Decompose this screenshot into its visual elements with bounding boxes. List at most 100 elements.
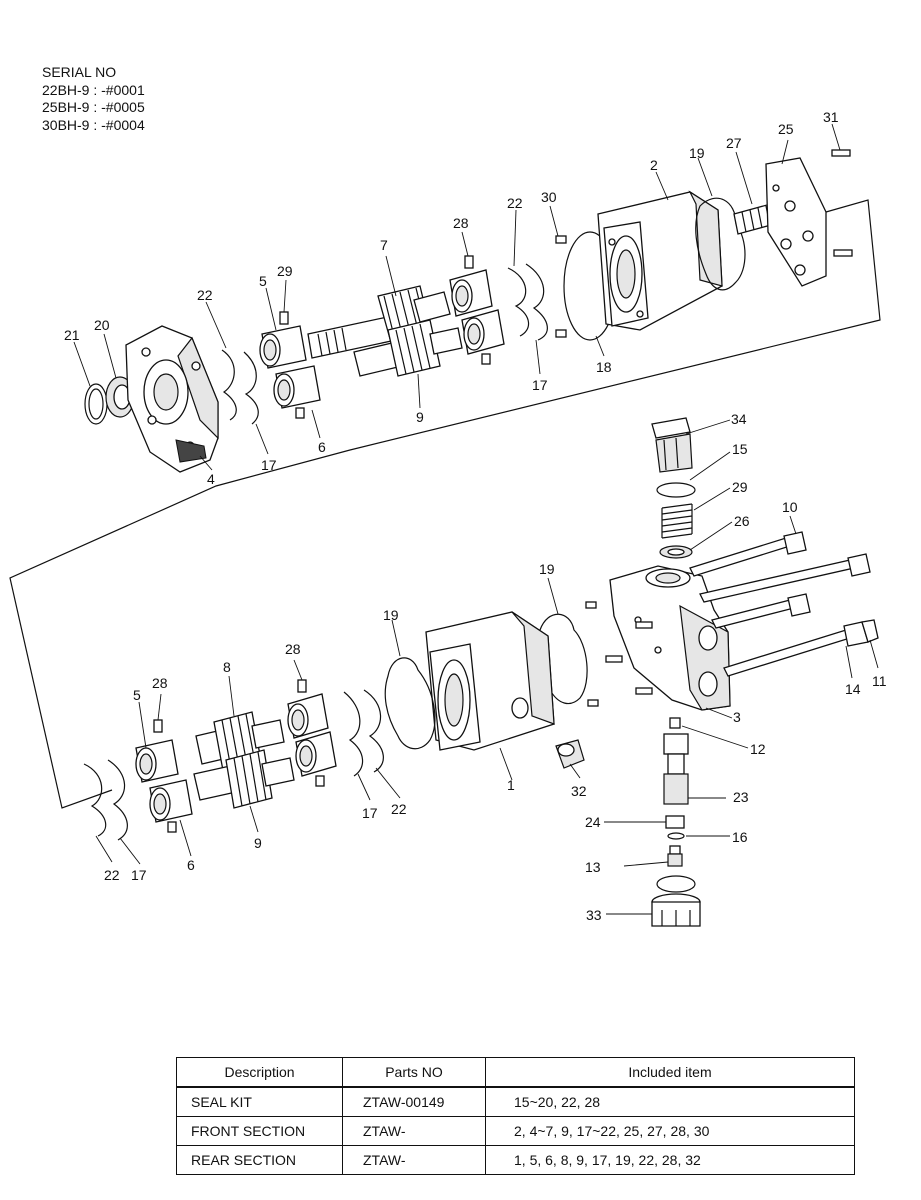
callout-label: 25 — [778, 121, 794, 137]
callout-label: 21 — [64, 327, 80, 343]
piston-24 — [665, 815, 685, 829]
callout-label: 20 — [94, 317, 110, 333]
column-header-parts-no: Parts NO — [342, 1057, 486, 1088]
plug-33 — [651, 893, 701, 927]
callout-label: 24 — [585, 814, 601, 830]
serial-line: 30BH-9 : -#0004 — [42, 116, 145, 133]
callout-label: 14 — [845, 681, 861, 697]
callout-label: 6 — [318, 439, 326, 455]
callout-label: 17 — [362, 805, 378, 821]
seal-ring-17 — [343, 691, 364, 777]
o-ring-16 — [667, 832, 685, 840]
serial-line: 25BH-9 : -#0005 — [42, 99, 145, 115]
callout-label: 17 — [532, 377, 548, 393]
column-header-description: Description — [176, 1057, 343, 1088]
table-cell-included-item: 15~20, 22, 28 — [485, 1086, 855, 1117]
dowel-pins-rear-cover — [585, 601, 653, 707]
callout-label: 7 — [380, 237, 388, 253]
kit-parts-table: Description Parts NO Included item SEAL … — [176, 1057, 855, 1175]
gasket-19 — [695, 197, 746, 291]
seal-ring-17 — [107, 759, 128, 841]
table-cell-parts-no: ZTAW- — [342, 1145, 486, 1175]
callout-label: 26 — [734, 513, 750, 529]
spring-29 — [661, 503, 693, 539]
table-cell-description: SEAL KIT — [176, 1086, 343, 1117]
dowel-pin-30 — [555, 235, 567, 338]
o-ring-15 — [656, 482, 696, 498]
bushing-5 — [259, 325, 307, 369]
callout-label: 30 — [541, 189, 557, 205]
table-header-row: Description Parts NO Included item — [176, 1057, 855, 1088]
pin-28 — [153, 719, 163, 733]
rear-plate-25 — [765, 157, 827, 287]
callout-label: 13 — [585, 859, 601, 875]
callout-label: 19 — [539, 561, 555, 577]
callout-label: 19 — [383, 607, 399, 623]
spool-23 — [663, 733, 689, 805]
callout-label: 29 — [732, 479, 748, 495]
callout-label: 22 — [391, 801, 407, 817]
leader-lines — [73, 123, 879, 915]
backup-ring-22 — [221, 349, 237, 421]
bolt-11 — [723, 619, 879, 677]
driven-gear-9 — [193, 749, 295, 809]
callout-label: 9 — [254, 835, 262, 851]
callout-label: 28 — [453, 215, 469, 231]
exploded-view-diagram: 1 2 3 4 5 5 6 6 7 8 9 9 10 11 12 13 14 1… — [9, 109, 887, 927]
pin-28 — [297, 679, 307, 693]
fitting-34 — [651, 417, 693, 473]
callout-label: 29 — [277, 263, 293, 279]
callout-label: 23 — [733, 789, 749, 805]
rear-body-1 — [425, 611, 555, 751]
callout-label: 34 — [731, 411, 747, 427]
callout-label: 4 — [207, 471, 215, 487]
bushing-5 — [135, 739, 179, 783]
callout-label: 31 — [823, 109, 839, 125]
backup-ring-22 — [507, 267, 530, 337]
seal-ring-17 — [525, 263, 548, 341]
callout-label: 27 — [726, 135, 742, 151]
callout-labels: 1 2 3 4 5 5 6 6 7 8 9 9 10 11 12 13 14 1… — [64, 109, 887, 923]
serial-heading: SERIAL NO — [42, 64, 117, 80]
plug-32 — [555, 739, 585, 769]
pin-29 — [279, 311, 289, 325]
driven-gear-9 — [353, 319, 463, 377]
o-ring-plug — [656, 875, 696, 893]
table-row: REAR SECTION ZTAW- 1, 5, 6, 8, 9, 17, 19… — [176, 1145, 855, 1175]
table-row: FRONT SECTION ZTAW- 2, 4~7, 9, 17~22, 25… — [176, 1116, 855, 1146]
callout-label: 2 — [650, 157, 658, 173]
callout-label: 17 — [131, 867, 147, 883]
bolt-10 — [699, 553, 871, 603]
ball-12 — [669, 717, 681, 729]
bushing-6 — [273, 365, 321, 419]
bushing-6 — [149, 779, 193, 833]
serial-number-block: SERIAL NO 22BH-9 : -#0001 25BH-9 : -#000… — [42, 64, 145, 134]
poppet-13 — [667, 845, 683, 867]
callout-label: 22 — [104, 867, 120, 883]
pin-28 — [464, 255, 474, 269]
callout-label: 22 — [197, 287, 213, 303]
callout-label: 10 — [782, 499, 798, 515]
washer-26 — [659, 545, 693, 559]
front-body-2 — [597, 190, 723, 331]
callout-label: 11 — [872, 673, 887, 689]
callout-label: 18 — [596, 359, 612, 375]
callout-label: 1 — [507, 777, 515, 793]
pin-31 — [831, 149, 853, 257]
table-cell-included-item: 1, 5, 6, 8, 9, 17, 19, 22, 28, 32 — [485, 1145, 855, 1175]
callout-label: 5 — [259, 273, 267, 289]
table-cell-parts-no: ZTAW- — [342, 1116, 486, 1146]
callout-label: 15 — [732, 441, 748, 457]
bolt-10 — [689, 531, 807, 577]
bolt-14 — [711, 593, 811, 629]
callout-label: 32 — [571, 783, 587, 799]
assembly-frame-outline — [9, 199, 881, 809]
column-header-included-item: Included item — [485, 1057, 855, 1088]
callout-label: 6 — [187, 857, 195, 873]
table-cell-description: FRONT SECTION — [176, 1116, 343, 1146]
bushing-rear-pair — [287, 693, 337, 787]
front-cover-4 — [125, 325, 219, 473]
callout-label: 28 — [285, 641, 301, 657]
snap-ring-21 — [84, 383, 108, 425]
